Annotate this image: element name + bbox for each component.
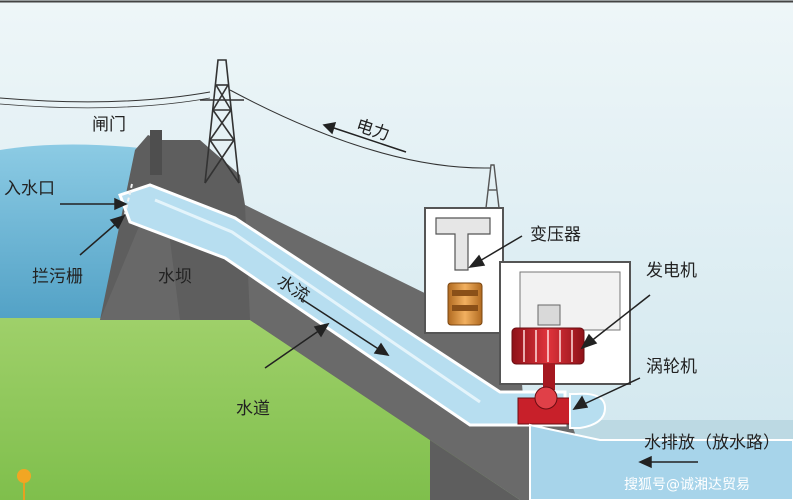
water-highlight — [154, 198, 481, 404]
location-marker-icon — [17, 469, 31, 500]
small-pylon — [485, 164, 500, 209]
trash-rack — [124, 183, 133, 215]
label-intake: 入水口 — [4, 179, 55, 199]
generator-room-wall — [519, 271, 621, 331]
generator-exciter — [537, 304, 561, 326]
transformer-coil — [452, 290, 478, 296]
label-gate: 闸门 — [92, 115, 126, 135]
label-penstock: 水道 — [236, 399, 270, 419]
power-line — [0, 91, 211, 103]
transformer-crane — [435, 217, 491, 271]
annotation-arrows — [60, 122, 698, 469]
label-dam: 水坝 — [158, 267, 192, 287]
label-generator: 发电机 — [646, 261, 697, 281]
power-line — [229, 89, 491, 169]
turbine-shaft — [543, 364, 555, 390]
gate-pillar — [150, 130, 162, 175]
turbine-runner — [534, 386, 558, 410]
watermark: 搜狐号@诚湘达贸易 — [624, 477, 750, 493]
transmission-pylon — [200, 59, 244, 184]
label-transformer: 变压器 — [530, 225, 581, 245]
transformer-unit — [447, 282, 483, 326]
label-outflow: 水排放（放水路） — [644, 433, 780, 453]
label-trash-rack: 拦污栅 — [32, 267, 83, 287]
reservoir-water — [0, 144, 140, 330]
grass-ground — [0, 318, 520, 500]
transformer-coil — [452, 305, 478, 311]
label-turbine: 涡轮机 — [646, 357, 697, 377]
